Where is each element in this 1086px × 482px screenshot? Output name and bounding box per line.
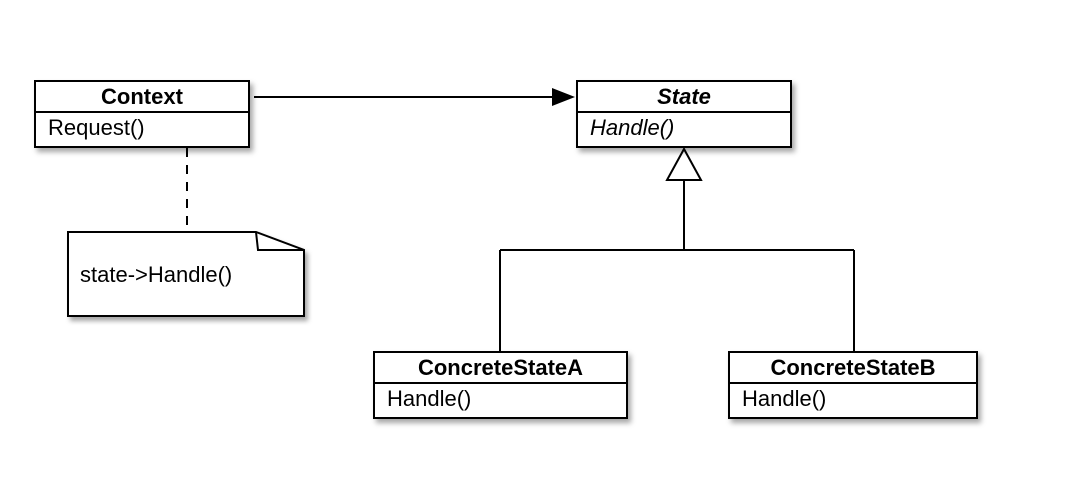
concrete-state-b-box[interactable]: ConcreteStateB Handle() [728,351,978,419]
state-operation: Handle() [590,115,675,140]
concrete-state-b-operation: Handle() [742,386,827,411]
state-class-name: State [578,82,790,113]
concrete-state-a-box[interactable]: ConcreteStateA Handle() [373,351,628,419]
concrete-state-a-operation: Handle() [387,386,472,411]
context-operation: Request() [48,115,145,140]
context-class-box[interactable]: Context Request() [34,80,250,148]
note-shape [67,231,305,317]
state-class-box[interactable]: State Handle() [576,80,792,148]
note-text: state->Handle() [80,262,233,287]
note-fold [255,231,304,251]
association-arrowhead [552,88,575,106]
context-class-name: Context [36,82,248,113]
concrete-state-a-name: ConcreteStateA [375,353,626,384]
generalization-triangle [665,146,703,181]
concrete-state-b-name: ConcreteStateB [730,353,976,384]
